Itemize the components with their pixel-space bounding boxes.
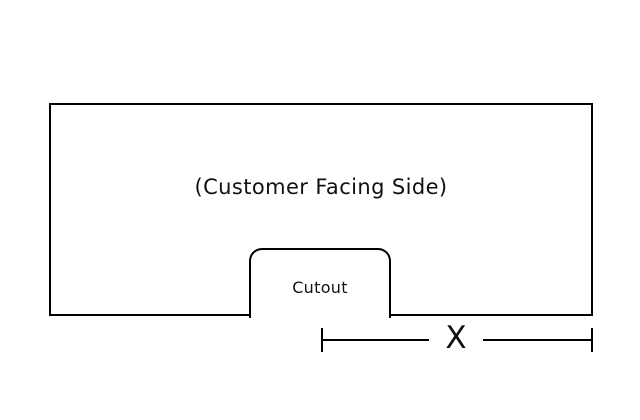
cutout-shape: Cutout: [249, 248, 391, 318]
dimension-line-right-segment: [483, 339, 593, 341]
customer-facing-side-label: (Customer Facing Side): [194, 175, 448, 199]
dimension-line-left-segment: [321, 339, 429, 341]
dimension-tick-right: [591, 328, 593, 352]
cutout-label: Cutout: [292, 278, 348, 297]
dimension-x-label: X: [445, 320, 467, 356]
